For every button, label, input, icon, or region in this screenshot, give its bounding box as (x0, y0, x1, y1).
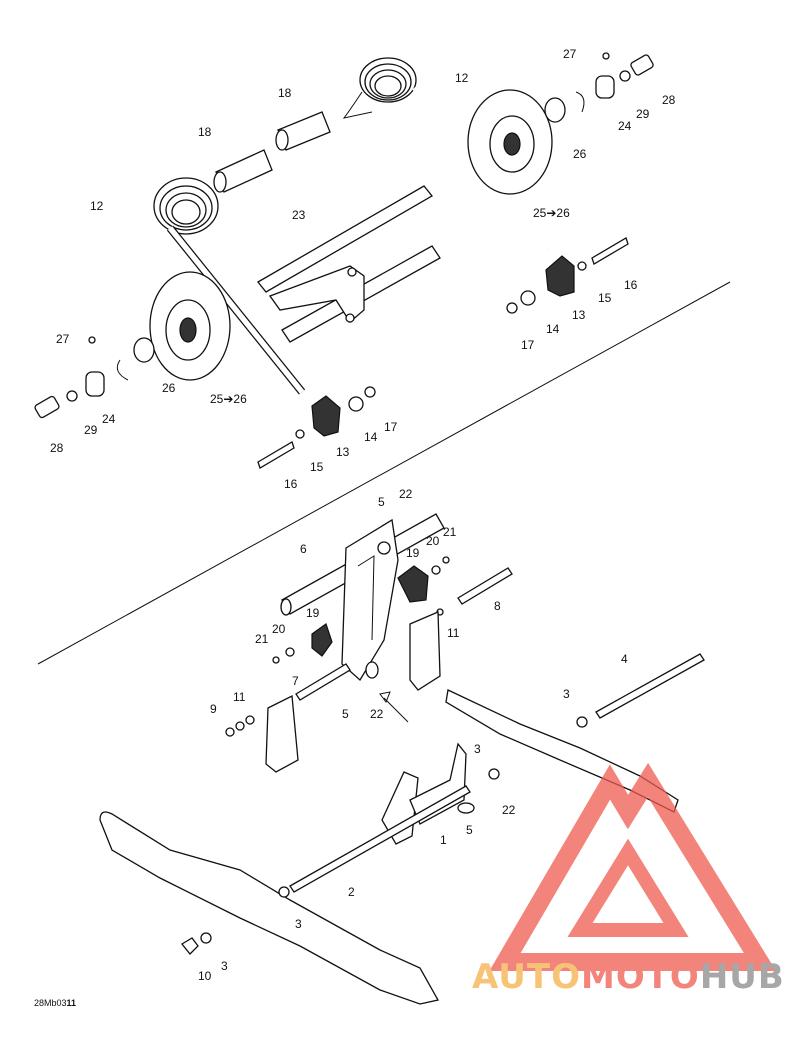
callout-label: 27 (563, 47, 577, 61)
callout-label: 16 (624, 278, 638, 292)
callout-label: 22 (370, 707, 384, 721)
bracket-right (409, 611, 441, 691)
slide-rail-left (99, 811, 439, 1005)
logo-word-moto: MOTO (581, 957, 700, 997)
idler-wheel-left (149, 271, 231, 381)
callout-label: 26 (573, 147, 587, 161)
callout-label: 2 (348, 885, 355, 899)
callout-label: 7 (292, 674, 299, 688)
bracket-left (265, 694, 299, 773)
callout-label: 4 (621, 652, 628, 666)
callout-label: 3 (295, 917, 302, 931)
callout-label: 20 (426, 534, 440, 548)
callout-label: 15 (310, 460, 324, 474)
callout-label: 12 (90, 199, 104, 213)
callout-label: 24 (618, 119, 632, 133)
drawing-code: 28Mb0311 (34, 998, 76, 1008)
callout-label: 26 (162, 381, 176, 395)
callout-label: 9 (210, 702, 217, 716)
hardware-left-lower (34, 336, 376, 469)
callout-label: 13 (572, 308, 586, 322)
callout-label: 21 (255, 632, 269, 646)
center-arm (341, 518, 399, 682)
logo-word-auto: AUTO (472, 957, 581, 997)
bolt-8 (457, 567, 513, 605)
callout-label: 16 (284, 477, 298, 491)
upper-wheel-spring-assembly (34, 52, 654, 469)
svg-text:AUTOMOTOHUB: AUTOMOTOHUB (472, 957, 785, 997)
callout-label: 13 (336, 445, 350, 459)
rear-shaft-2 (289, 785, 471, 893)
callout-label: 18 (198, 125, 212, 139)
stopper-19-right (397, 565, 429, 603)
callout-label: 24 (102, 412, 116, 426)
center-arm-assembly (225, 513, 513, 773)
callout-label: 17 (521, 338, 535, 352)
logo-triangle-outer (489, 762, 777, 971)
callout-label: 5 (466, 823, 473, 837)
callout-label: 14 (546, 322, 560, 336)
automotohub-logo: AUTOMOTOHUB (472, 762, 785, 997)
spacer-tube-18a (275, 111, 331, 151)
callout-label: 11 (233, 690, 246, 704)
callout-label: 22 (502, 803, 516, 817)
callout-label: 19 (406, 546, 420, 560)
callout-label: 25➔26 (210, 392, 247, 406)
logo-word-hub: HUB (700, 957, 785, 997)
stopper-19-left (311, 623, 333, 657)
callout-label: 6 (300, 542, 307, 556)
logo-triangle-inner (567, 838, 689, 937)
callout-label: 17 (384, 420, 398, 434)
callout-label: 12 (455, 71, 469, 85)
section-separator-line (37, 281, 731, 665)
callout-label: 22 (399, 487, 413, 501)
spacer-tube-18b (213, 149, 273, 193)
slide-rails (99, 653, 705, 1005)
callout-label: 11 (447, 626, 460, 640)
callout-label: 8 (494, 599, 501, 613)
bolt-7 (295, 663, 351, 701)
axle-shaft-23 (257, 185, 433, 293)
callout-label: 15 (598, 291, 612, 305)
coil-spring-left (153, 177, 306, 395)
callout-label: 23 (292, 208, 306, 222)
callout-label: 25➔26 (533, 206, 570, 220)
callout-label: 29 (636, 107, 650, 121)
rear-shaft-4 (595, 653, 705, 719)
callout-label: 1 (440, 833, 447, 847)
callout-label: 28 (50, 441, 64, 455)
callout-label: 21 (443, 525, 457, 539)
callout-label: 28 (662, 93, 676, 107)
callout-label: 19 (306, 606, 320, 620)
callout-label: 20 (272, 622, 286, 636)
callout-label: 5 (342, 707, 349, 721)
callout-label: 5 (378, 495, 385, 509)
hardware-right-upper (506, 52, 654, 314)
callout-label: 27 (56, 332, 70, 346)
callout-label: 3 (563, 687, 570, 701)
callout-label: 14 (364, 430, 378, 444)
callout-label: 18 (278, 86, 292, 100)
callout-label: 3 (221, 959, 228, 973)
idler-wheel-right (467, 89, 553, 195)
center-bracket (268, 245, 441, 343)
callout-label: 10 (198, 969, 212, 983)
callout-label: 3 (474, 742, 481, 756)
callout-label: 29 (84, 423, 98, 437)
